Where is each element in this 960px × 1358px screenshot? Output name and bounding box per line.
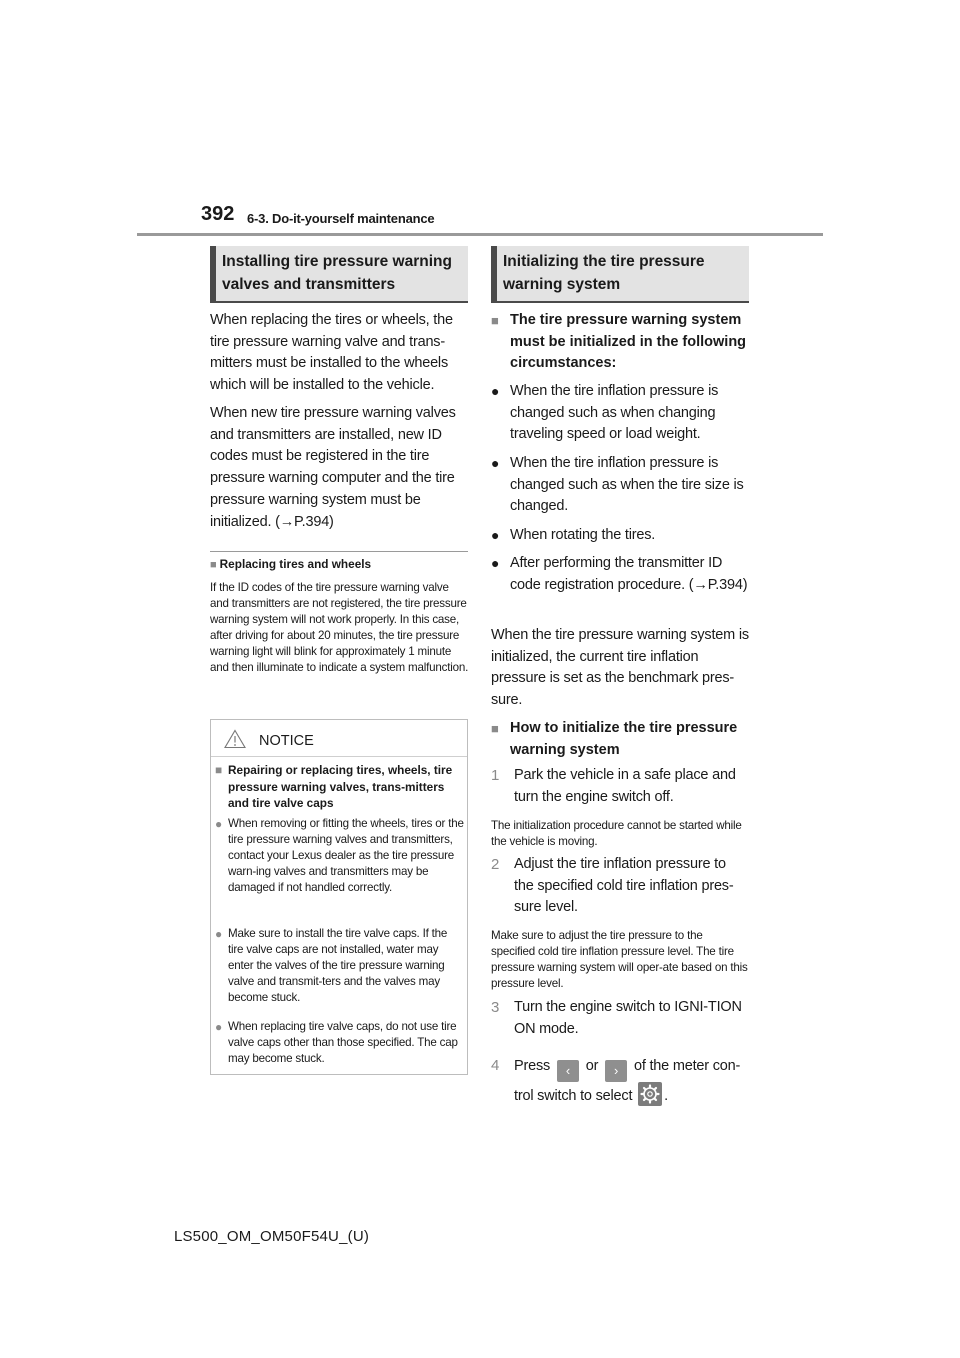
dot-bullet-icon: ● <box>491 555 500 571</box>
square-bullet-icon: ■ <box>210 559 217 571</box>
left-sub-heading: ■Replacing tires and wheels <box>210 557 371 571</box>
notice-bullet: ● Make sure to install the tire valve ca… <box>215 927 448 1005</box>
step-number: 4 <box>491 1057 500 1074</box>
right-bullet: ● When rotating the tires. <box>491 525 749 547</box>
right-sub-heading-2: ■ How to initialize the tire pressure wa… <box>491 718 749 761</box>
right-bullet: ● After performing the transmitter ID co… <box>491 555 748 593</box>
square-bullet-icon: ■ <box>491 313 499 328</box>
right-bullet: ● When the tire inflation pressure is ch… <box>491 455 744 515</box>
square-bullet-icon: ■ <box>491 721 499 736</box>
dot-bullet-icon: ● <box>215 927 223 941</box>
step-3: 3 Turn the engine switch to IGNI-TION ON… <box>491 999 742 1037</box>
page-number: 392 <box>201 203 235 225</box>
dot-bullet-icon: ● <box>491 383 500 399</box>
dot-bullet-icon: ● <box>491 455 500 471</box>
chevron-right-icon: › <box>605 1060 628 1082</box>
right-bullet: ● When the tire inflation pressure is ch… <box>491 383 719 443</box>
square-bullet-icon: ■ <box>215 763 223 777</box>
step-number: 1 <box>491 767 500 784</box>
dot-bullet-icon: ● <box>215 817 223 831</box>
step-1: 1 Park the vehicle in a safe place and t… <box>491 767 736 805</box>
dot-bullet-icon: ● <box>215 1020 223 1034</box>
left-sub-heading-text: Replacing tires and wheels <box>219 557 372 571</box>
notice-sub-heading-text: Repairing or replacing tires, wheels, ti… <box>228 763 453 810</box>
gear-icon <box>638 1082 663 1106</box>
right-sub-heading-1-text: The tire pressure warning system must be… <box>510 312 747 372</box>
notice-label: NOTICE <box>259 733 314 749</box>
step-1-note: The initialization procedure cannot be s… <box>491 819 742 849</box>
document-code-footer: LS500_OM_OM50F54U_(U) <box>173 1228 370 1245</box>
notice-box <box>210 719 468 1075</box>
step-number: 3 <box>491 999 500 1016</box>
left-small-text: If the ID codes of the tire pressure war… <box>210 581 469 675</box>
right-sub-heading-1: ■ The tire pressure warning system must … <box>491 310 749 375</box>
left-separator <box>210 551 468 552</box>
dot-bullet-icon: ● <box>491 527 500 543</box>
notice-bullet: ● When replacing tire valve caps, do not… <box>215 1020 458 1066</box>
right-section-heading: Initializing the tire pressure warning s… <box>491 246 749 303</box>
left-paragraph-1: When replacing the tires or wheels, the … <box>210 312 453 394</box>
step-2: 2 Adjust the tire inflation pressure to … <box>491 856 734 916</box>
right-paragraph: When the tire pressure warning system is… <box>491 627 749 709</box>
notice-bullet: ● When removing or fitting the wheels, t… <box>215 817 464 895</box>
notice-rule <box>211 756 467 757</box>
step-2-note: Make sure to adjust the tire pressure to… <box>491 929 748 991</box>
chevron-left-icon: ‹ <box>556 1060 579 1082</box>
left-paragraph-2: When new tire pressure warning valves an… <box>210 405 456 530</box>
step-number: 2 <box>491 856 500 873</box>
step-4: 4 Press ‹ or › of the meter con-trol swi… <box>491 1052 749 1110</box>
notice-sub-heading: ■ Repairing or replacing tires, wheels, … <box>215 762 465 812</box>
header-rule <box>137 233 823 236</box>
right-sub-heading-2-text: How to initialize the tire pressure warn… <box>510 720 738 758</box>
section-title: 6-3. Do-it-yourself maintenance <box>247 211 435 226</box>
warning-triangle-icon <box>224 729 246 749</box>
left-section-heading: Installing tire pressure warning valves … <box>210 246 468 303</box>
